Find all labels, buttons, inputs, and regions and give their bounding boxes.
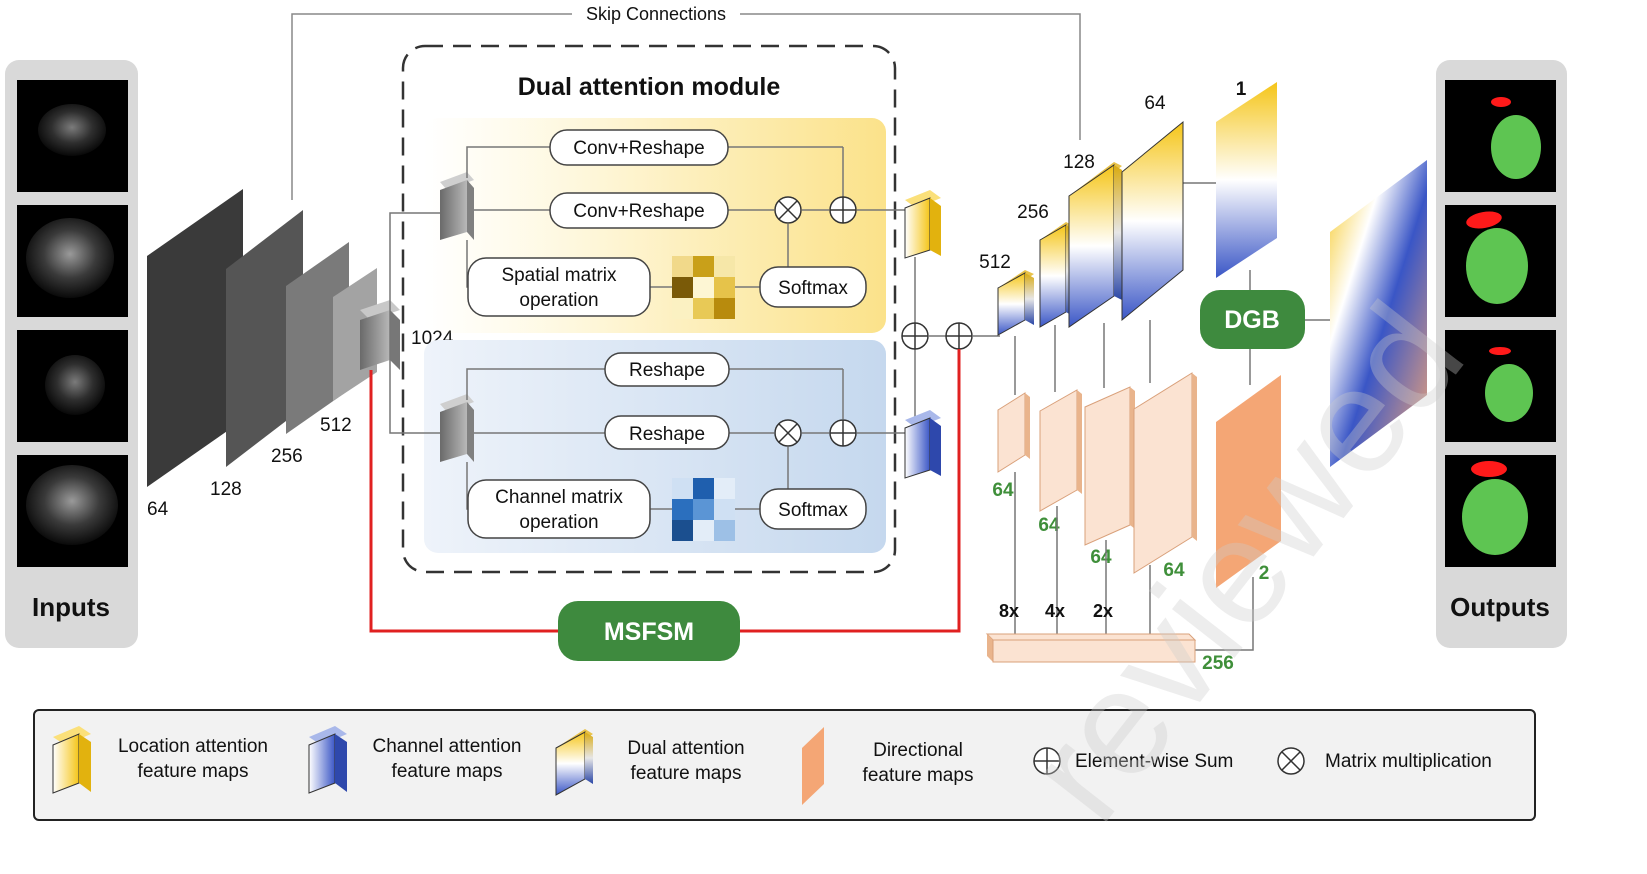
spatial-matrix-box: [467, 257, 651, 317]
attention-outputs: [901, 190, 1000, 479]
legend-location-2: feature maps: [138, 761, 249, 782]
dual-attention-map-128: [1068, 164, 1115, 328]
dgb-module: [1200, 290, 1305, 349]
inputs-label: Inputs: [32, 592, 110, 622]
encoder-block-1024: [360, 310, 390, 370]
directional-map-3: [1084, 386, 1131, 546]
msfsm-label: MSFSM: [604, 618, 694, 646]
decoder-label-512: 512: [979, 252, 1011, 273]
dgb-block: DGB: [1200, 160, 1427, 467]
element-sum-legend-icon: [1033, 747, 1061, 775]
reshape-box-1: [604, 352, 730, 387]
skip-connections-label: Skip Connections: [586, 4, 726, 24]
outputs-panel: Outputs: [1436, 60, 1567, 648]
final-output-map: [1330, 160, 1427, 467]
matrix-multiplication-icon: [774, 196, 802, 224]
decoder-label-256: 256: [1017, 202, 1049, 223]
element-sum-icon: [945, 322, 973, 350]
channel-attention-map: [904, 417, 931, 479]
location-attention-map: [904, 197, 931, 259]
channel-attention-legend-icon: [308, 726, 347, 794]
legend-dual-1: Dual attention: [627, 738, 744, 759]
dual-attention-legend-icon: [555, 729, 593, 796]
legend-dual-2: feature maps: [631, 763, 742, 784]
encoder-block-64: [147, 189, 243, 487]
dual-attention-map-64: [1121, 120, 1184, 322]
directional-maps: 64 64 64 64 2 8x 4x 2x 256: [985, 372, 1281, 674]
decoder: 512 256 128 64 1: [979, 79, 1277, 395]
element-sum-icon: [901, 322, 929, 350]
spatial-matrix-label-1: Spatial matrix: [501, 265, 617, 286]
decoder-label-128: 128: [1063, 152, 1095, 173]
channel-matrix-label-1: Channel matrix: [495, 487, 623, 508]
directional-label-2: 64: [1038, 515, 1060, 536]
directional-legend-icon: [802, 727, 824, 805]
directional-label-5: 2: [1259, 563, 1270, 584]
encoder-block-128: [226, 210, 303, 467]
scale-label-8x: 8x: [999, 601, 1019, 621]
directional-label-4: 64: [1163, 560, 1185, 581]
directional-map-2: [1039, 389, 1078, 512]
scale-label-2x: 2x: [1093, 601, 1113, 621]
dual-attention-map-256: [1039, 224, 1067, 328]
dual-attention-map-512: [997, 272, 1026, 336]
legend-channel-1: Channel attention: [373, 736, 522, 757]
conv-reshape-box-2: [549, 192, 729, 229]
channel-matrix-label-2: operation: [519, 512, 598, 533]
decoder-label-1: 1: [1236, 79, 1247, 100]
element-sum-icon: [829, 196, 857, 224]
softmax-label-top: Softmax: [778, 278, 848, 299]
legend-directional-2: feature maps: [863, 765, 974, 786]
decoder-label-64: 64: [1144, 93, 1166, 114]
legend: Location attention feature maps Channel …: [33, 709, 1536, 821]
encoder-label-64: 64: [147, 499, 169, 520]
legend-location-1: Location attention: [118, 736, 268, 757]
conv-reshape-box-1: [549, 129, 729, 166]
outputs-label: Outputs: [1450, 592, 1550, 622]
matrix-multiplication-legend-icon: [1277, 747, 1305, 775]
softmax-box-top: [759, 266, 867, 308]
msfsm-path: MSFSM: [369, 349, 961, 661]
dual-attention-module: Dual attention module: [389, 44, 905, 574]
softmax-box-bottom: [759, 488, 867, 530]
inputs-panel: Inputs: [5, 60, 138, 648]
spatial-matrix-label-2: operation: [519, 290, 598, 311]
element-sum-icon: [829, 419, 857, 447]
directional-label-3: 64: [1090, 547, 1112, 568]
dgb-label: DGB: [1224, 306, 1280, 334]
dual-attention-map-1: [1216, 82, 1277, 278]
fused-label: 256: [1202, 653, 1234, 674]
module-title: Dual attention module: [518, 73, 781, 101]
channel-matrix-box: [467, 479, 651, 539]
conv-reshape-label-2: Conv+Reshape: [573, 201, 705, 222]
legend-channel-2: feature maps: [392, 761, 503, 782]
directional-map-5: [1216, 375, 1281, 588]
legend-directional-1: Directional: [873, 740, 963, 761]
encoder: 64 128 256 512 1024: [147, 189, 454, 520]
conv-reshape-label-1: Conv+Reshape: [573, 138, 705, 159]
skip-connections: Skip Connections: [291, 4, 1081, 200]
encoder-label-512: 512: [320, 415, 352, 436]
legend-mult: Matrix multiplication: [1325, 751, 1492, 772]
reshape-label-1: Reshape: [629, 360, 705, 381]
legend-sum: Element-wise Sum: [1075, 751, 1233, 772]
reshape-box-2: [604, 415, 730, 450]
encoder-label-128: 128: [210, 479, 242, 500]
encoder-label-256: 256: [271, 446, 303, 467]
location-attention-legend-icon: [52, 726, 91, 794]
channel-attention-matrix: [672, 478, 735, 541]
spatial-attention-matrix: [672, 256, 735, 319]
matrix-multiplication-icon: [774, 419, 802, 447]
reshape-label-2: Reshape: [629, 424, 705, 445]
fused-feature-bar: [987, 634, 993, 662]
softmax-label-bottom: Softmax: [778, 500, 848, 521]
directional-map-1: [997, 392, 1026, 473]
directional-label-1: 64: [992, 480, 1014, 501]
scale-label-4x: 4x: [1045, 601, 1065, 621]
msfsm-module: [558, 601, 740, 661]
